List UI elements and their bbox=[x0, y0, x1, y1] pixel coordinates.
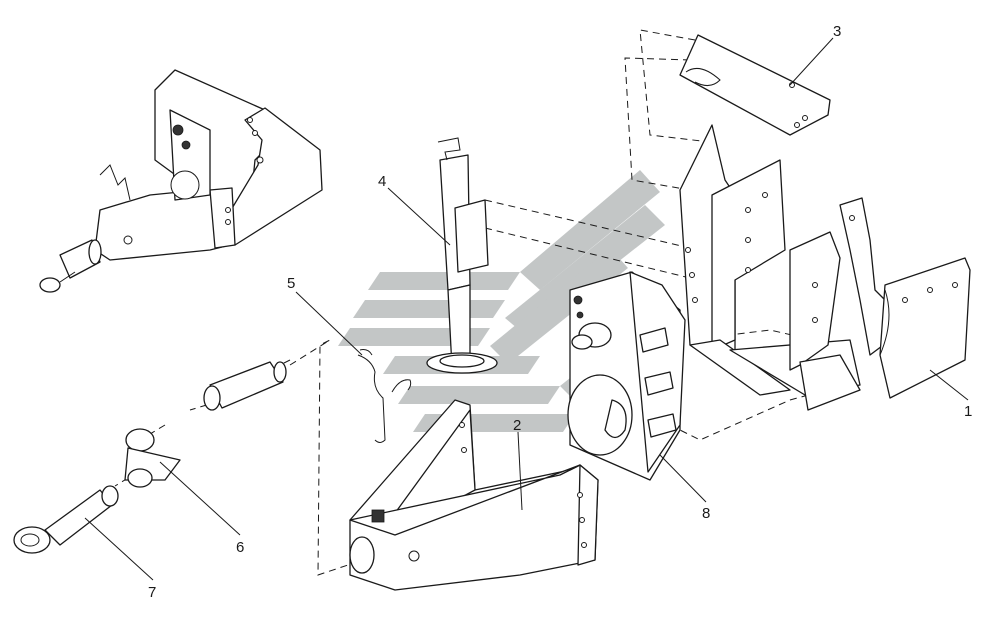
assembled-hitch-view bbox=[39, 69, 323, 293]
part-3-cover-plate bbox=[679, 34, 831, 136]
callout-4: 4 bbox=[378, 173, 386, 190]
callout-3: 3 bbox=[833, 23, 841, 40]
callout-labels: 1 2 3 4 5 6 7 8 bbox=[148, 23, 972, 601]
part-5-cable bbox=[357, 349, 412, 443]
part-4-jack-stand bbox=[426, 137, 498, 374]
callout-8: 8 bbox=[702, 505, 710, 522]
callout-5: 5 bbox=[287, 275, 295, 292]
part-6-clevis bbox=[124, 361, 287, 488]
callout-2: 2 bbox=[513, 417, 521, 434]
callout-1: 1 bbox=[964, 403, 972, 420]
main-frame-bracket bbox=[679, 124, 861, 411]
callout-leaders bbox=[84, 37, 969, 581]
part-7-towing-eye bbox=[13, 485, 119, 554]
callout-6: 6 bbox=[236, 539, 244, 556]
part-1-side-plate bbox=[839, 197, 971, 399]
callout-7: 7 bbox=[148, 584, 156, 601]
part-8-gearbox bbox=[567, 271, 686, 481]
part-2-tow-arm bbox=[349, 399, 599, 591]
